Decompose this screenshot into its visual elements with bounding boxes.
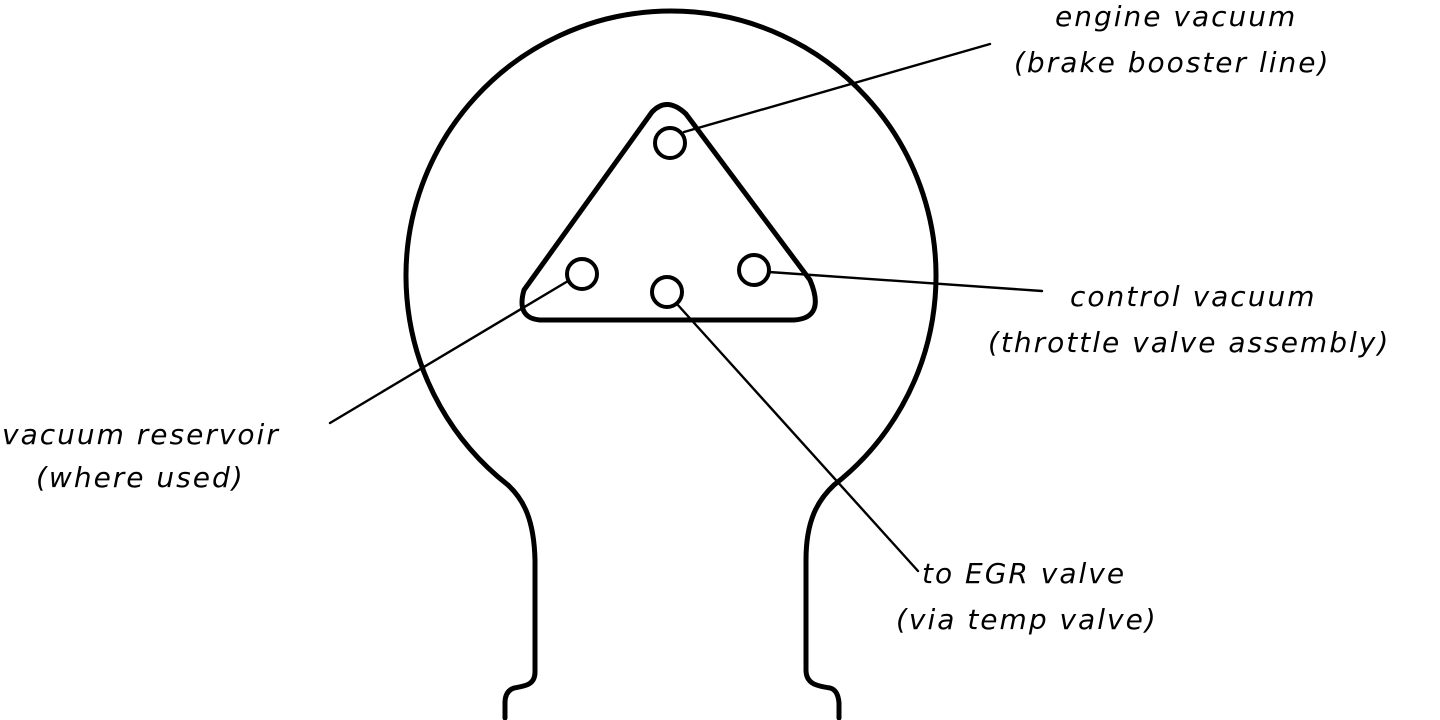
egr-valve-sublabel: (via temp valve)	[896, 603, 1158, 636]
engine-vacuum-label: engine vacuum	[1055, 0, 1297, 33]
engine-vacuum-sublabel: (brake booster line)	[1014, 46, 1330, 79]
control-vacuum-port	[737, 253, 771, 287]
egr-valve-label: to EGR valve	[922, 557, 1126, 590]
control-vacuum-leader	[767, 270, 1044, 293]
vacuum-reservoir-sublabel: (where used)	[36, 461, 245, 494]
port-plate-triangle	[519, 102, 818, 323]
vacuum-reservoir-port	[565, 257, 599, 291]
vacuum-reservoir-leader	[328, 279, 570, 425]
egr-valve-leader	[675, 302, 920, 573]
valve-body-outline	[403, 8, 939, 720]
vacuum-reservoir-label: vacuum reservoir	[2, 418, 280, 451]
engine-vacuum-port	[653, 126, 687, 160]
control-vacuum-label: control vacuum	[1070, 280, 1316, 313]
egr-valve-port	[650, 275, 684, 309]
control-vacuum-sublabel: (throttle valve assembly)	[988, 326, 1390, 359]
engine-vacuum-leader	[682, 42, 992, 134]
